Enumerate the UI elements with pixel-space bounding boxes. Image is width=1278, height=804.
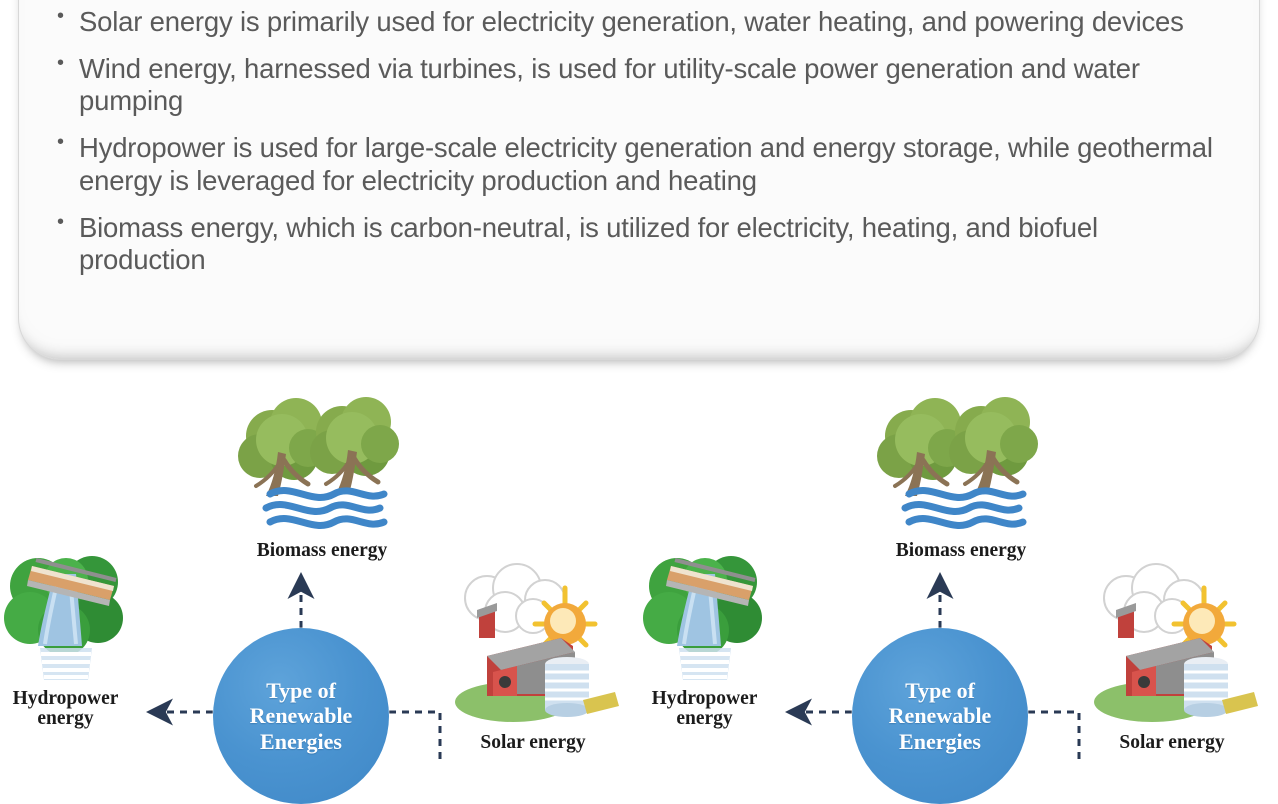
node-biomass[interactable]: Biomass energy xyxy=(192,390,452,561)
connector-lines xyxy=(146,572,442,760)
list-item: Wind energy, harnessed via turbines, is … xyxy=(49,52,1215,118)
node-label: Hydropower energy xyxy=(12,688,119,730)
summary-card-body: Solar energy is primarily used for elect… xyxy=(19,0,1259,359)
node-solar[interactable]: Solar energy xyxy=(1057,560,1278,753)
node-label: Solar energy xyxy=(480,732,586,753)
connector-lines xyxy=(785,572,1081,760)
renewable-energy-diagram: Biomass energy xyxy=(639,382,1278,804)
list-item: Solar energy is primarily used for elect… xyxy=(49,5,1215,39)
diagram-area: Biomass energy xyxy=(0,382,1278,804)
renewable-energy-diagram: Biomass energy xyxy=(0,382,639,804)
node-hydropower[interactable]: Hydropower energy xyxy=(0,540,173,729)
hub-label: Type of Renewable Energies xyxy=(249,678,353,754)
hub-circle[interactable]: Type of Renewable Energies xyxy=(213,628,389,804)
node-label: Hydropower energy xyxy=(651,688,758,730)
node-label: Biomass energy xyxy=(256,540,388,561)
bullet-list: Solar energy is primarily used for elect… xyxy=(49,5,1215,277)
hub-label: Type of Renewable Energies xyxy=(888,678,992,754)
list-item: Biomass energy, which is carbon-neutral,… xyxy=(49,211,1215,277)
two-trees-over-water-icon xyxy=(238,397,399,529)
node-biomass[interactable]: Biomass energy xyxy=(831,390,1091,561)
connector-to-solar xyxy=(1028,710,1081,760)
summary-card: Solar energy is primarily used for elect… xyxy=(18,0,1260,360)
hub-circle[interactable]: Type of Renewable Energies xyxy=(852,628,1028,804)
dam-waterfall-icon xyxy=(642,556,762,680)
farmhouse-sun-icon xyxy=(455,563,619,722)
list-item: Hydropower is used for large-scale elect… xyxy=(49,131,1215,197)
connector-to-solar xyxy=(389,710,442,760)
node-solar[interactable]: Solar energy xyxy=(418,560,648,753)
node-label: Biomass energy xyxy=(895,540,1027,561)
two-trees-over-water-icon xyxy=(877,397,1038,529)
node-hydropower[interactable]: Hydropower energy xyxy=(597,540,812,729)
farmhouse-sun-icon xyxy=(1094,563,1258,722)
dam-waterfall-icon xyxy=(3,556,123,680)
node-label: Solar energy xyxy=(1119,732,1225,753)
